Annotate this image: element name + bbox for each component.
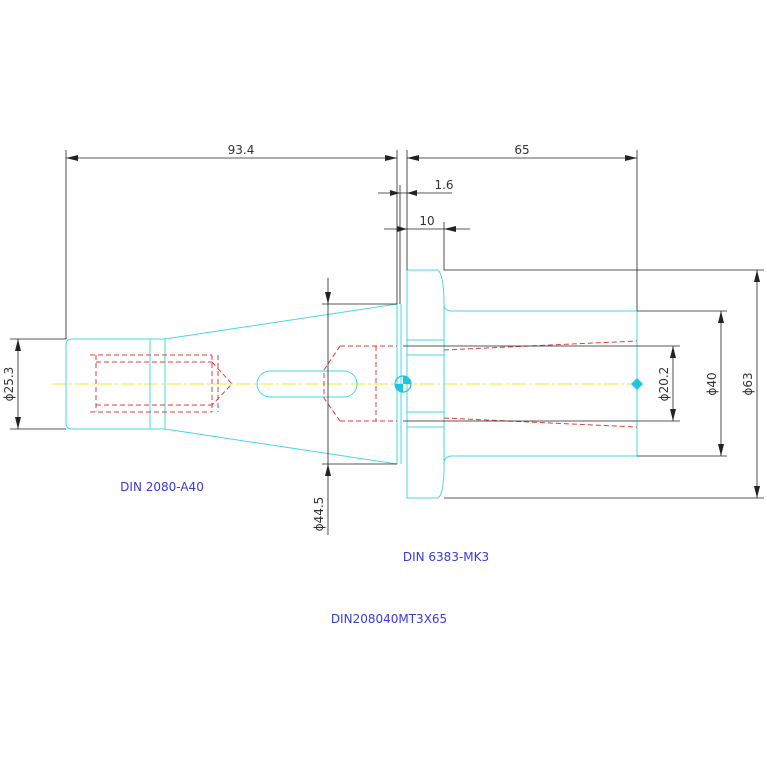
taper-top-edge: [164, 303, 398, 340]
mk3-taper-top: [443, 340, 638, 351]
dim-65-text: 65: [514, 143, 529, 157]
dim-65-arrow-left: [407, 155, 419, 161]
dim-65-arrow-right: [625, 155, 637, 161]
dim-63-arrow-bottom: [754, 486, 760, 498]
label-part-number: DIN208040MT3X65: [331, 612, 447, 626]
dim-253-arrow-top: [15, 339, 21, 351]
dim-16-arrow-left: [390, 190, 400, 196]
dim-445-arrow-bottom: [325, 464, 331, 476]
mk3-taper-bottom: [443, 417, 638, 428]
dim-40-arrow-bottom: [718, 444, 724, 456]
dim-63-text: ϕ63: [741, 372, 755, 395]
center-symbol-q3: [395, 384, 403, 392]
dim-202-arrow-bottom: [670, 409, 676, 421]
dim-93-arrow-left: [66, 155, 78, 161]
dim-93-text: 93.4: [228, 143, 255, 157]
dim-10-text: 10: [419, 214, 434, 228]
dim-93-arrow-right: [385, 155, 397, 161]
end-marker: [631, 378, 643, 390]
part-outline: [65, 269, 643, 499]
bore-end: [323, 345, 341, 422]
dimension-lines: [10, 150, 764, 535]
taper-bottom-edge: [164, 428, 398, 465]
dim-202-arrow-top: [670, 346, 676, 358]
dim-10-arrow-right: [444, 226, 456, 232]
dim-16-arrow-right: [407, 190, 417, 196]
dim-202-text: ϕ20.2: [657, 367, 671, 402]
dim-445-text: ϕ44.5: [312, 497, 326, 532]
dim-10-arrow-left: [397, 226, 407, 232]
label-left-standard: DIN 2080-A40: [120, 480, 204, 494]
dim-16-text: 1.6: [434, 178, 453, 192]
dim-445-arrow-top: [325, 292, 331, 304]
drive-slot: [256, 370, 358, 398]
label-right-standard: DIN 6383-MK3: [403, 550, 489, 564]
shank-body: [65, 338, 151, 430]
dim-253-text: ϕ25.3: [2, 367, 16, 402]
dim-63-arrow-top: [754, 270, 760, 282]
dimension-text: 93.4 65 1.6 10 ϕ25.3 ϕ44.5 ϕ20.2 ϕ40 ϕ63: [2, 143, 755, 531]
standard-labels: DIN 2080-A40 DIN 6383-MK3 DIN208040MT3X6…: [120, 480, 489, 626]
dim-253-arrow-bottom: [15, 417, 21, 429]
thread-tip: [211, 361, 233, 406]
dim-40-arrow-top: [718, 311, 724, 323]
hidden-lines: [90, 340, 638, 428]
center-symbol-q1: [403, 376, 411, 384]
dim-40-text: ϕ40: [705, 372, 719, 395]
flange: [406, 269, 445, 499]
